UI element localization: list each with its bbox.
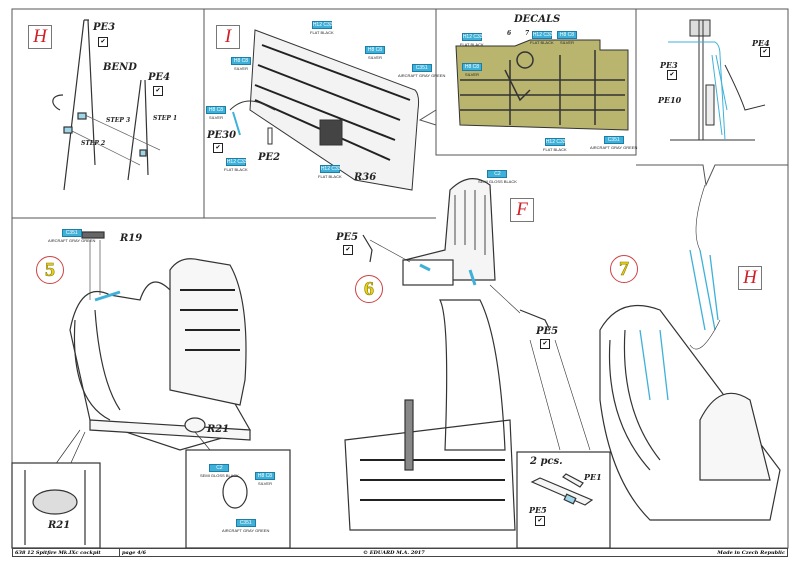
part-label-pe3: PE3 bbox=[93, 22, 116, 33]
photo-etch-icon: ✔ bbox=[535, 516, 545, 526]
section-letter-f: F bbox=[510, 198, 534, 222]
section-letter-h: H bbox=[738, 266, 762, 290]
part-label-pe10: PE10 bbox=[658, 95, 682, 105]
step-number-6: 6 bbox=[355, 275, 383, 303]
decal-number-6: 6 bbox=[507, 30, 512, 37]
part-label-pe1: PE1 bbox=[584, 472, 602, 482]
photo-etch-icon: ✔ bbox=[760, 47, 770, 57]
label-bend: BEND bbox=[103, 62, 137, 73]
photo-etch-icon: ✔ bbox=[98, 37, 108, 47]
section-letter-i: I bbox=[216, 25, 240, 49]
part-label-r36: R36 bbox=[354, 172, 377, 183]
quantity-label: 2 pcs. bbox=[530, 456, 563, 467]
footer-kit-name: 638 12 Spitfire Mk.IXc cockpit bbox=[15, 550, 101, 556]
part-label-pe30: PE30 bbox=[207, 130, 237, 141]
part-label-pe5: PE5 bbox=[336, 232, 359, 243]
photo-etch-icon: ✔ bbox=[540, 339, 550, 349]
part-label-pe3: PE3 bbox=[660, 60, 678, 70]
inset-label-r21: R21 bbox=[48, 520, 71, 531]
step-number-5: 5 bbox=[36, 256, 64, 284]
footer-bar: 638 12 Spitfire Mk.IXc cockpit page 4/6 … bbox=[12, 548, 788, 557]
cockpit-step5-drawing bbox=[11, 231, 291, 549]
decal-frame bbox=[435, 9, 637, 156]
part-label-pe2: PE2 bbox=[258, 152, 281, 163]
label-step-1: STEP 1 bbox=[153, 115, 178, 122]
footer-page-number: page 4/6 bbox=[119, 549, 146, 557]
harness-drawing bbox=[52, 19, 161, 191]
step-number-7: 7 bbox=[610, 255, 638, 283]
part-label-r21: R21 bbox=[207, 424, 230, 435]
photo-etch-icon: ✔ bbox=[343, 245, 353, 255]
decal-cockpit-drawing bbox=[455, 39, 629, 131]
side-panel-drawing bbox=[229, 29, 420, 191]
part-label-pe5: PE5 bbox=[536, 326, 559, 337]
decals-title: DECALS bbox=[514, 14, 561, 25]
decal-number-7: 7 bbox=[525, 30, 530, 37]
detail-callout bbox=[636, 164, 788, 187]
harness-detail-drawing bbox=[668, 19, 766, 141]
photo-etch-icon: ✔ bbox=[667, 70, 677, 80]
part-label-pe5: PE5 bbox=[529, 505, 547, 515]
label-step-2: STEP 2 bbox=[81, 140, 106, 147]
section-letter-h: H bbox=[28, 25, 52, 49]
photo-etch-icon: ✔ bbox=[153, 86, 163, 96]
part-label-pe4: PE4 bbox=[148, 72, 171, 83]
footer-origin: Made in Czech Republic bbox=[717, 550, 785, 556]
part-label-r19: R19 bbox=[120, 233, 143, 244]
seat-step6-drawing bbox=[344, 178, 611, 549]
cockpit-step7-drawing bbox=[599, 184, 781, 521]
photo-etch-icon: ✔ bbox=[213, 143, 223, 153]
footer-copyright: © EDUARD M.A. 2017 bbox=[363, 550, 425, 556]
label-step-3: STEP 3 bbox=[106, 117, 131, 124]
part-label-pe4: PE4 bbox=[752, 38, 770, 48]
